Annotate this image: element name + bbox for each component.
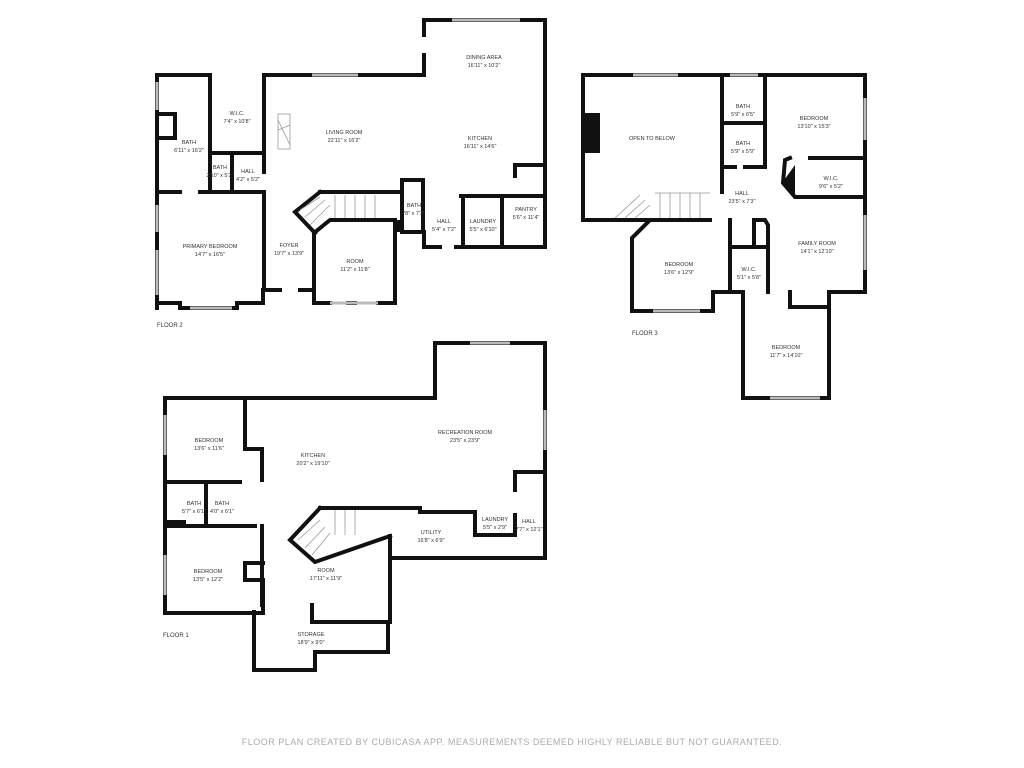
floor2-label: FLOOR 2: [157, 323, 183, 329]
room-label-open-to-below: OPEN TO BELOW: [629, 136, 675, 142]
floor3-label: FLOOR 3: [632, 331, 658, 337]
room-label-wic: W.I.C.9'6" x 5'2": [818, 176, 844, 190]
disclaimer-footer: FLOOR PLAN CREATED BY CUBICASA APP. MEAS…: [241, 737, 783, 747]
room-label-wic: W.I.C.7'4" x 10'8": [223, 111, 251, 125]
floor3-walls: [581, 73, 867, 400]
floor2-walls: [155, 18, 547, 310]
floor1-walls: [163, 341, 547, 672]
room-label-bath: BATH*8" x 7'3": [402, 203, 426, 217]
floor1-label: FLOOR 1: [163, 633, 189, 639]
room-label-wic: W.I.C.5'1" x 5'8": [736, 267, 762, 281]
